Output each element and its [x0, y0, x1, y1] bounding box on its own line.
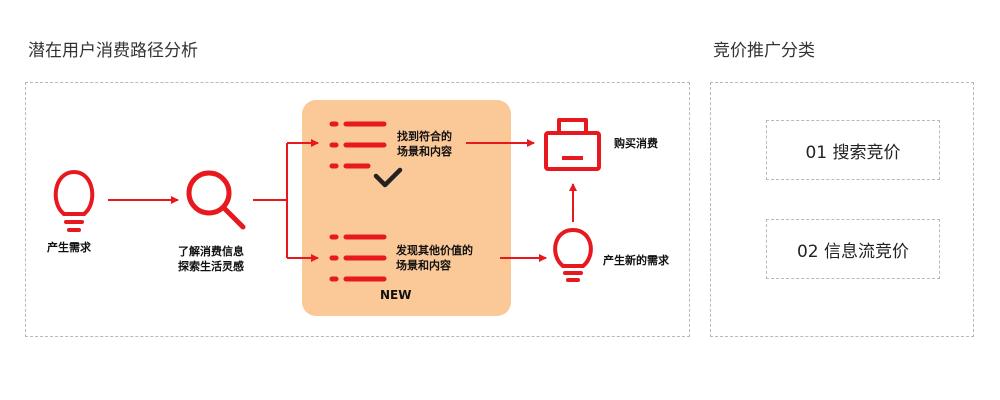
category-search-bidding: 01 搜索竞价: [766, 120, 940, 180]
magnifier-icon: [186, 170, 246, 230]
list-check-icon: [329, 121, 387, 169]
category-feed-bidding: 02 信息流竞价: [766, 219, 940, 279]
shopping-basket-icon: [544, 118, 601, 171]
node-label-purchase: 购买消费: [614, 137, 658, 150]
page-title: 潜在用户消费路径分析: [28, 41, 198, 61]
section-title: 竞价推广分类: [713, 41, 815, 61]
branch-arrow: [253, 139, 319, 262]
node-label-discover: 发现其他价值的 场景和内容: [396, 244, 473, 272]
new-badge: NEW: [380, 288, 412, 302]
node-label-new-need: 产生新的需求: [603, 254, 669, 267]
node-label-explore: 了解消费信息 探索生活灵感: [178, 245, 244, 273]
list-icon: [329, 234, 387, 282]
lightbulb-icon: [53, 169, 95, 232]
lightbulb-icon: [553, 227, 593, 282]
node-label-need: 产生需求: [47, 241, 91, 254]
node-label-match: 找到符合的 场景和内容: [397, 130, 452, 158]
check-icon: [373, 167, 403, 188]
consumer-path-panel: [25, 82, 690, 337]
bidding-category-panel: [710, 82, 974, 337]
